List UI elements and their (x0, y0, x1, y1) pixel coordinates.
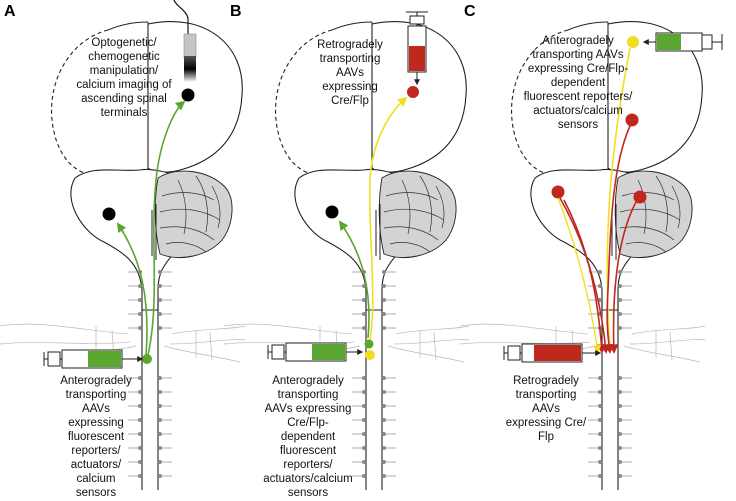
label-line: Anterogradely (60, 375, 132, 387)
label-line: AAVs expressing (265, 403, 352, 415)
label-line: transporting (320, 53, 381, 65)
label-line: reporters/ (71, 445, 121, 457)
label-line: Retrogradely (317, 39, 383, 51)
label-line: Anterogradely (542, 35, 614, 47)
yellow-projection (368, 96, 408, 347)
label-line: sensors (558, 119, 599, 131)
label-line: dependent (281, 431, 336, 443)
label-line: AAVs (532, 403, 560, 415)
syringe (503, 343, 602, 363)
panel-letter: B (230, 3, 242, 20)
top-label: Optogenetic/ chemogenetic manipulation/ … (76, 37, 172, 119)
label-line: expressing (322, 81, 378, 93)
label-line: Flp (538, 431, 554, 443)
label-line: sensors (288, 487, 329, 499)
red-projection (563, 199, 607, 354)
label-line: fluorescent reporters/ (524, 91, 633, 103)
label-line: reporters/ (283, 459, 333, 471)
syringe-vertical (406, 11, 428, 86)
label-line: sensors (76, 487, 117, 499)
label-line: AAVs (336, 67, 364, 79)
label-line: expressing Cre/ (506, 417, 587, 429)
injection-site-yellow (627, 36, 639, 48)
label-line: expressing (68, 417, 124, 429)
label-line: Optogenetic/ (91, 37, 157, 49)
label-line: Cre/Flp (331, 95, 369, 107)
label-line: transporting (66, 389, 127, 401)
green-projection (338, 220, 370, 339)
label-line: expressing Cre/Flp- (528, 63, 629, 75)
label-line: actuators/calcium (533, 105, 622, 117)
top-label: Anterogradely transporting AAVs expressi… (524, 35, 633, 131)
label-line: actuators/calcium (263, 473, 352, 485)
red-projection (604, 125, 631, 354)
label-line: Retrogradely (513, 375, 579, 387)
label-line: calcium (77, 473, 116, 485)
label-line: calcium imaging of (76, 79, 172, 91)
label-line: ascending spinal (81, 93, 167, 105)
optic-probe (173, 0, 197, 82)
panel-c: C (459, 3, 723, 491)
bottom-label: Retrogradely transporting AAVs expressin… (506, 375, 587, 443)
bottom-label: Anterogradely transporting AAVs expressi… (60, 375, 132, 499)
label-line: Anterogradely (272, 375, 344, 387)
injection-site-red (407, 86, 419, 98)
panel-b: B Retrogradely trans (223, 3, 470, 499)
neuron-red (633, 190, 647, 204)
target-neuron-black (325, 205, 339, 219)
label-line: fluorescent (280, 445, 337, 457)
syringe-horizontal (642, 32, 723, 52)
green-projection (116, 222, 148, 356)
target-neuron-black (181, 88, 195, 102)
label-line: dependent (551, 77, 606, 89)
label-line: terminals (101, 107, 148, 119)
panel-letter: A (4, 3, 16, 20)
label-line: manipulation/ (90, 65, 159, 77)
injection-site-green (142, 354, 152, 364)
syringe (43, 349, 144, 369)
label-line: actuators/ (71, 459, 122, 471)
panel-letter: C (464, 3, 476, 20)
neuron-red (625, 113, 639, 127)
bottom-label: Anterogradely transporting AAVs expressi… (263, 375, 352, 499)
syringe (267, 342, 364, 362)
injection-site-yellow (365, 350, 375, 360)
label-line: transporting (516, 389, 577, 401)
green-projection (147, 100, 186, 356)
label-line: AAVs (82, 403, 110, 415)
yellow-projection (604, 47, 631, 354)
label-line: transporting AAVs (532, 49, 623, 61)
label-line: fluorescent (68, 431, 125, 443)
label-line: transporting (278, 389, 339, 401)
label-line: chemogenetic (88, 51, 160, 63)
label-line: Cre/Flp- (287, 417, 329, 429)
top-label: Retrogradely transporting AAVs expressin… (317, 39, 383, 107)
yellow-projection (557, 197, 602, 354)
target-neuron-black (102, 207, 116, 221)
neuron-red (551, 185, 565, 199)
injection-site-green (364, 339, 374, 349)
panel-a: A Optogenetic/ chemogenetic m (0, 0, 246, 499)
red-projection (608, 201, 637, 354)
